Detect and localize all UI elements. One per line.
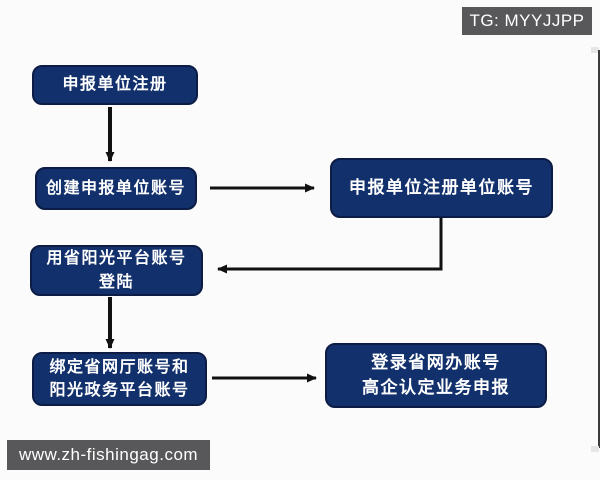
flow-node-create-account: 创建申报单位账号 — [35, 167, 197, 210]
scrollbar[interactable] — [598, 50, 600, 448]
flow-node-register: 申报单位注册 — [32, 65, 198, 105]
flow-node-declare-business: 登录省网办账号 高企认定业务申报 — [325, 343, 547, 408]
flow-node-login-sunshine: 用省阳光平台账号 登陆 — [30, 245, 203, 296]
arrow-unit-account-to-login — [217, 218, 443, 274]
scrollbar-bottom-cap — [591, 446, 599, 452]
scrollbar-top-cap — [591, 47, 599, 53]
tg-watermark-badge: TG: MYYJJPP — [462, 7, 592, 35]
flow-node-bind-accounts: 绑定省网厅账号和 阳光政务平台账号 — [32, 352, 207, 406]
flow-node-register-unit-account: 申报单位注册单位账号 — [330, 158, 553, 218]
site-watermark-badge: www.zh-fishingag.com — [7, 440, 210, 470]
